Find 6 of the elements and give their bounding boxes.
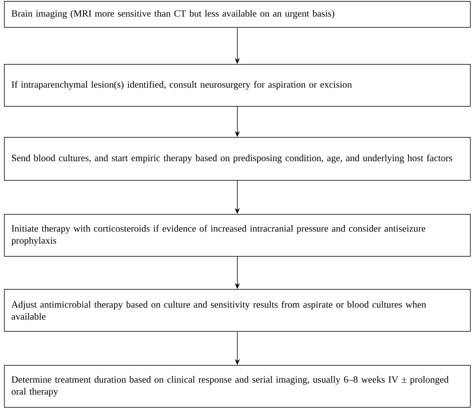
process-box: If intraparenchymal lesion(s) identified, consult neurosurgery for aspiration or excision [4, 64, 471, 107]
process-box: Initiate therapy with corticosteroids if evidence of increased intracranial pressure and consider antiseizure prophylaxis [4, 214, 471, 257]
process-box: Determine treatment duration based on clinical response and serial imaging, usually 6–8 weeks IV ± prolonged oral therapy [4, 365, 471, 408]
process-box: Brain imaging (MRI more sensitive than CT but less available on an urgent basis) [4, 1, 471, 28]
process-box: Adjust antimicrobial therapy based on culture and sensitivity results from aspirate or blood cultures when available [4, 289, 471, 332]
process-box: Send blood cultures, and start empiric therapy based on predisposing condition, age, and underlying host factors [4, 137, 471, 181]
